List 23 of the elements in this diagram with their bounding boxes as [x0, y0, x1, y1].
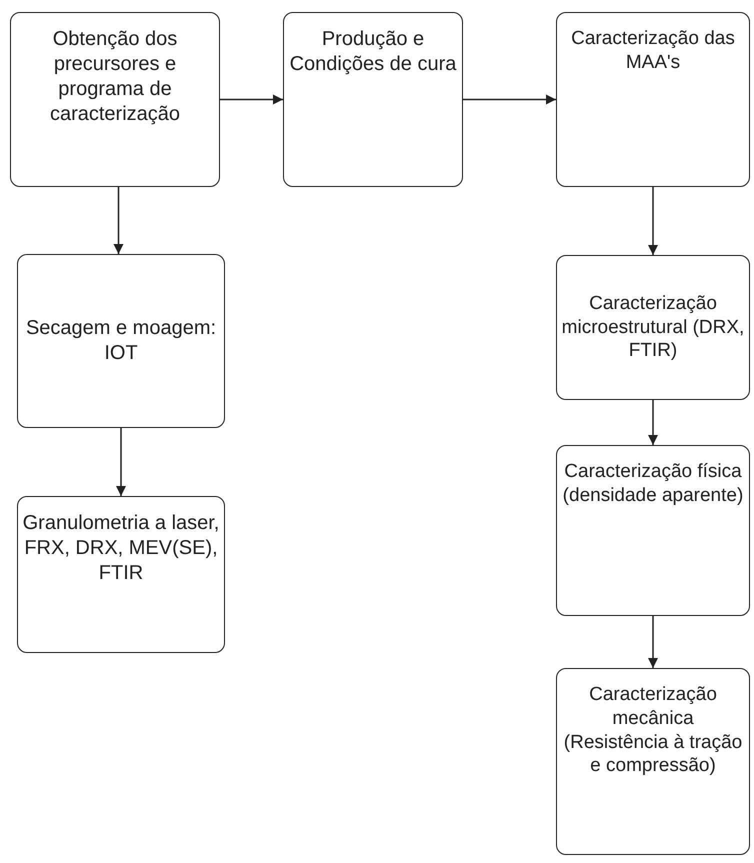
arrow — [648, 187, 658, 255]
arrow — [463, 94, 556, 104]
process-box — [556, 445, 750, 616]
process-box — [556, 255, 750, 400]
process-box — [283, 12, 463, 187]
box-label: Caracterização microestrutural (DRX, FTIR) — [560, 292, 746, 364]
arrow — [116, 428, 126, 496]
arrow — [648, 400, 658, 445]
box-label: Secagem e moagem: IOT — [24, 316, 218, 366]
arrow — [648, 616, 658, 668]
process-box — [17, 254, 225, 428]
process-box — [10, 12, 220, 187]
box-label: Produção e Condições de cura — [288, 27, 458, 77]
arrow — [114, 187, 124, 254]
box-label: Granulometria a laser, FRX, DRX, MEV(SE), FTIR — [22, 511, 220, 586]
process-box — [556, 668, 750, 855]
process-box — [556, 12, 750, 187]
box-label: Caracterização das MAA's — [570, 27, 736, 74]
box-label: Obtenção dos precursores e programa de caracterização — [48, 27, 182, 127]
box-label: Caracterização mecânica (Resistência à tração e compressão) — [562, 683, 744, 778]
process-box — [17, 496, 225, 653]
arrow — [220, 94, 283, 104]
box-label: Caracterização física (densidade aparente) — [562, 460, 744, 508]
